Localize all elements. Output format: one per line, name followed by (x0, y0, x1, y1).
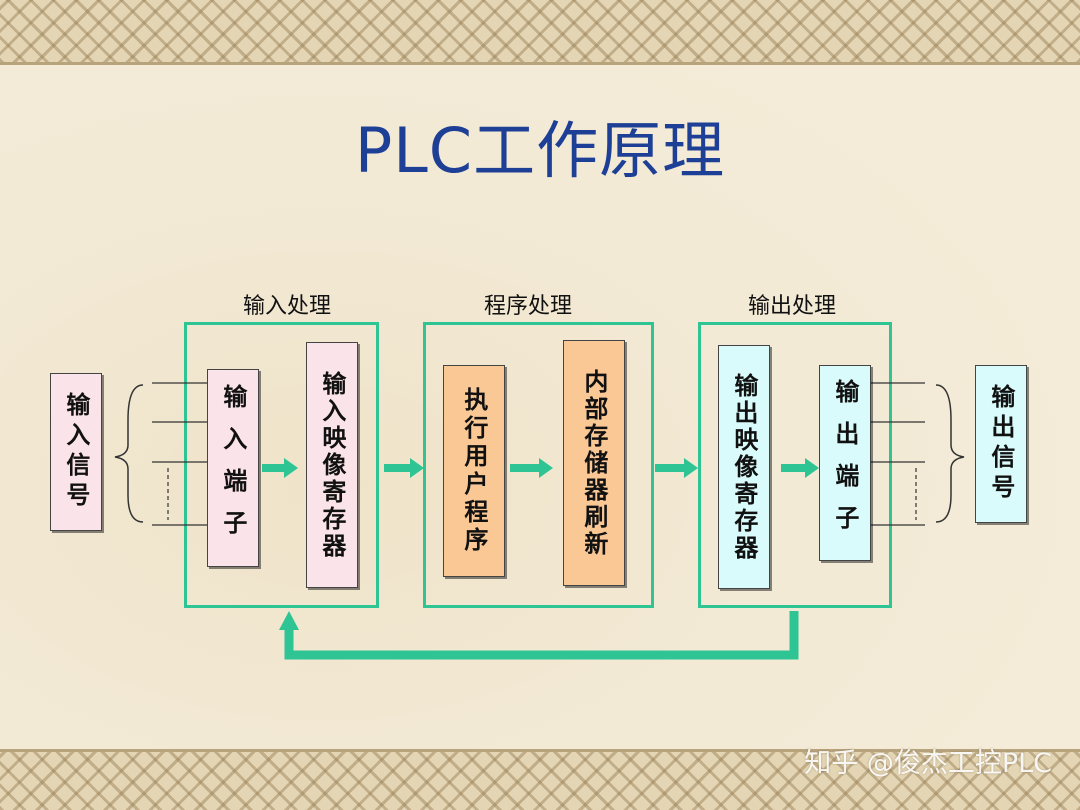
input-brace (114, 384, 144, 523)
output-image-register-label: 输出映像寄存器 (729, 372, 759, 562)
section-label-input-processing: 输入处理 (242, 294, 331, 319)
output-processing-frame (698, 322, 892, 608)
watermark-text: 知乎 @俊杰工控PLC (804, 748, 1052, 779)
output-image-register-box: 输出映像寄存器 (718, 345, 770, 589)
page-title: PLC工作原理 (354, 114, 726, 187)
section-label-output-processing: 输出处理 (747, 294, 836, 319)
output-terminal-label: 输出端子 (830, 379, 860, 547)
execute-user-program-label: 执行用户程序 (459, 387, 489, 555)
input-processing-frame (184, 322, 379, 608)
internal-storage-refresh-box: 内部存储器刷新 (563, 340, 625, 586)
feedback-loop-arrow (279, 611, 799, 660)
top-decorative-border (0, 0, 1080, 62)
input-wires (152, 382, 207, 526)
execute-user-program-box: 执行用户程序 (443, 365, 505, 577)
input-signal-label: 输入信号 (61, 392, 91, 512)
bottom-decorative-border (0, 752, 1080, 810)
flow-arrows (262, 458, 819, 478)
input-image-register-box: 输入映像寄存器 (306, 342, 358, 588)
input-terminal-box: 输入端子 (207, 369, 259, 567)
program-processing-frame (423, 322, 654, 608)
input-image-register-label: 输入映像寄存器 (317, 370, 347, 560)
input-terminal-label: 输入端子 (218, 384, 248, 552)
output-signal-box: 输出信号 (975, 365, 1027, 523)
input-signal-box: 输入信号 (50, 373, 102, 531)
output-signal-label: 输出信号 (986, 384, 1016, 504)
output-wires (870, 382, 925, 526)
bottom-border-edge (0, 749, 1080, 752)
internal-storage-refresh-label: 内部存储器刷新 (579, 368, 609, 558)
top-border-edge (0, 62, 1080, 65)
output-terminal-box: 输出端子 (819, 365, 871, 561)
section-label-program-processing: 程序处理 (483, 294, 572, 319)
output-brace (935, 384, 965, 523)
